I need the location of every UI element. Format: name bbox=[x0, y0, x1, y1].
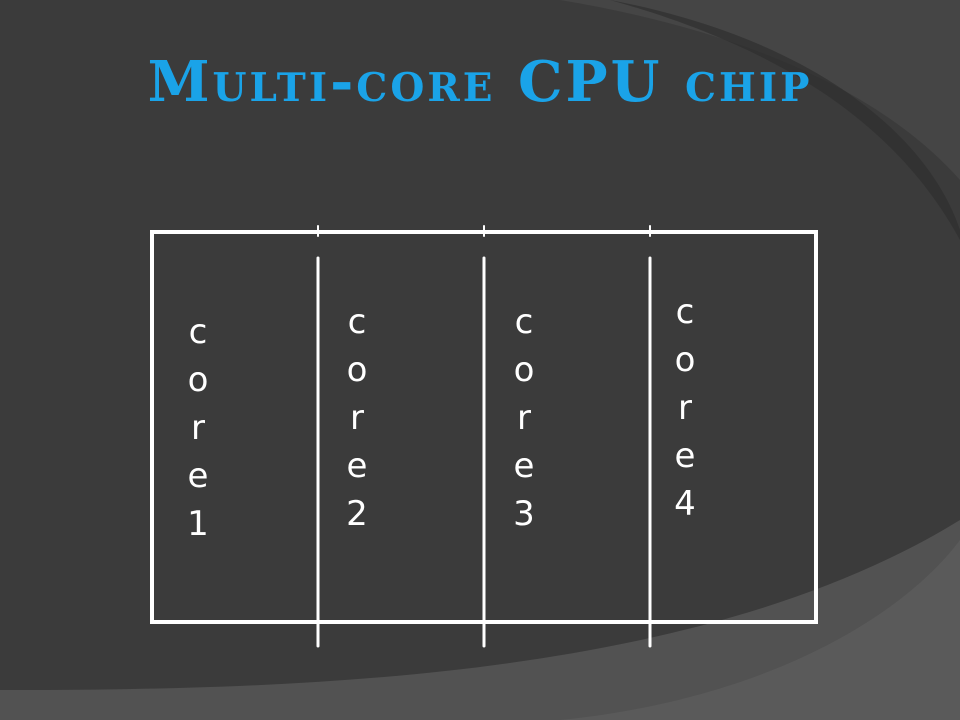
core-1-letter: 1 bbox=[187, 504, 209, 544]
core-4-label: c o r e 4 bbox=[665, 288, 705, 528]
core-4-letter: c bbox=[675, 292, 695, 332]
top-right-arc bbox=[560, 0, 960, 180]
core-1-letter: r bbox=[191, 408, 205, 448]
chip-outline bbox=[150, 230, 818, 624]
core-3-letter: o bbox=[513, 350, 535, 390]
core-1-letter: c bbox=[188, 312, 208, 352]
core-3-label: c o r e 3 bbox=[504, 298, 544, 538]
core-2-letter: c bbox=[347, 302, 367, 342]
core-4-letter: e bbox=[674, 436, 696, 476]
slide-title: Multi-core CPU chip bbox=[147, 49, 813, 115]
core-3-letter: c bbox=[514, 302, 534, 342]
core-2-letter: e bbox=[346, 446, 368, 486]
core-1-letter: o bbox=[187, 360, 209, 400]
bottom-arc bbox=[0, 520, 960, 720]
core-2-letter: 2 bbox=[346, 494, 368, 534]
bottom-right-arc bbox=[560, 540, 960, 720]
core-3-letter: r bbox=[517, 398, 531, 438]
core-4-letter: o bbox=[674, 340, 696, 380]
core-4-letter: r bbox=[678, 388, 692, 428]
core-2-letter: r bbox=[350, 398, 364, 438]
core-3-letter: 3 bbox=[513, 494, 535, 534]
core-1-letter: e bbox=[187, 456, 209, 496]
core-2-letter: o bbox=[346, 350, 368, 390]
core-1-label: c o r e 1 bbox=[178, 308, 218, 548]
core-4-letter: 4 bbox=[674, 484, 696, 524]
core-2-label: c o r e 2 bbox=[337, 298, 377, 538]
core-3-letter: e bbox=[513, 446, 535, 486]
